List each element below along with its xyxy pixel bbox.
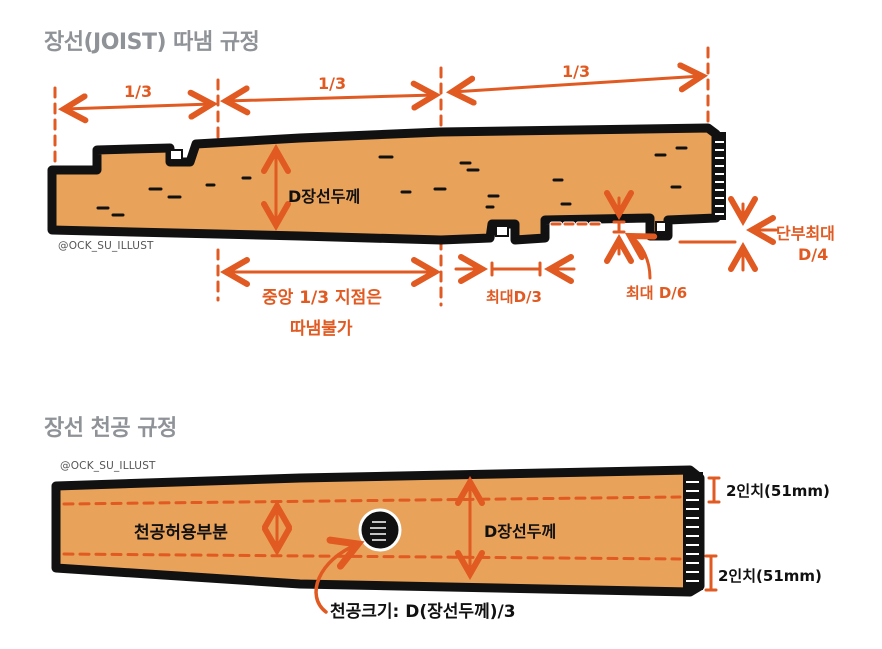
- span-label-3: 1/3: [562, 62, 591, 81]
- top-margin-label: 2인치(51mm): [726, 482, 830, 500]
- end-grain-2: [683, 472, 703, 590]
- thickness-label-2: D장선두께: [484, 522, 557, 541]
- end-grain: [712, 132, 726, 220]
- allowed-zone-lines: [62, 495, 682, 561]
- span-arrows: [64, 76, 702, 272]
- credit-1: @OCK_SU_ILLUST: [58, 240, 154, 252]
- bottom-margin-label: 2인치(51mm): [718, 567, 822, 585]
- wood-grain: [96, 146, 688, 217]
- end-notch-label-2: D/4: [798, 245, 829, 264]
- span-label-2: 1/3: [318, 74, 347, 93]
- section-title-joist-notching: 장선(JOIST) 따냄 규정: [44, 30, 260, 55]
- allowed-zone-label: 천공허용부분: [134, 523, 228, 543]
- center-rule-line1: 중앙 1/3 지점은: [262, 288, 382, 308]
- joist-body: [47, 123, 721, 245]
- notch-depth-label: 최대 D/6: [626, 284, 688, 302]
- hole-size-label: 천공크기: D(장선두께)/3: [330, 602, 516, 622]
- credit-2: @OCK_SU_ILLUST: [60, 460, 156, 472]
- section-title-joist-drilling: 장선 천공 규정: [44, 416, 177, 441]
- span-label-1: 1/3: [124, 82, 153, 101]
- end-notch-label-1: 단부최대: [776, 224, 835, 243]
- center-rule-line2: 따냄불가: [290, 319, 353, 339]
- notch-width-label: 최대D/3: [486, 288, 542, 306]
- thickness-label-1: D장선두께: [288, 187, 361, 206]
- drilled-hole: [358, 508, 402, 552]
